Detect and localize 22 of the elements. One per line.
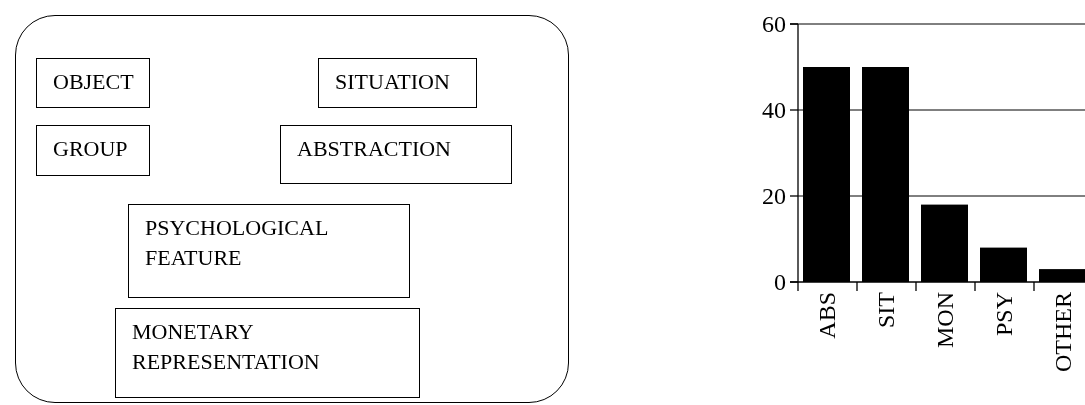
- category-label: PSY: [991, 292, 1017, 337]
- tick-label: 60: [762, 11, 786, 37]
- tick-label: 20: [762, 183, 786, 209]
- category-label: OBJECT: [53, 68, 135, 96]
- rounded-frame: [15, 15, 569, 403]
- category-label: MON: [932, 292, 958, 348]
- category-label: SIT: [873, 292, 899, 328]
- category-label: SITUATION: [335, 68, 451, 96]
- category-label: OTHER: [1050, 292, 1076, 372]
- category-label: ABS: [814, 292, 840, 339]
- category-label: ABSTRACTION: [297, 135, 452, 163]
- category-box: [36, 125, 150, 176]
- category-box: [128, 204, 410, 298]
- category-box: [280, 125, 512, 184]
- tick-label: 0: [774, 269, 786, 295]
- category-label: PSYCHOLOGICAL FEATURE: [145, 214, 329, 272]
- tick-label: 40: [762, 97, 786, 123]
- category-box: [36, 58, 150, 108]
- category-box: [115, 308, 420, 398]
- category-box: [318, 58, 477, 108]
- category-label: MONETARY REPRESENTATION: [132, 318, 321, 376]
- category-label: GROUP: [53, 135, 129, 163]
